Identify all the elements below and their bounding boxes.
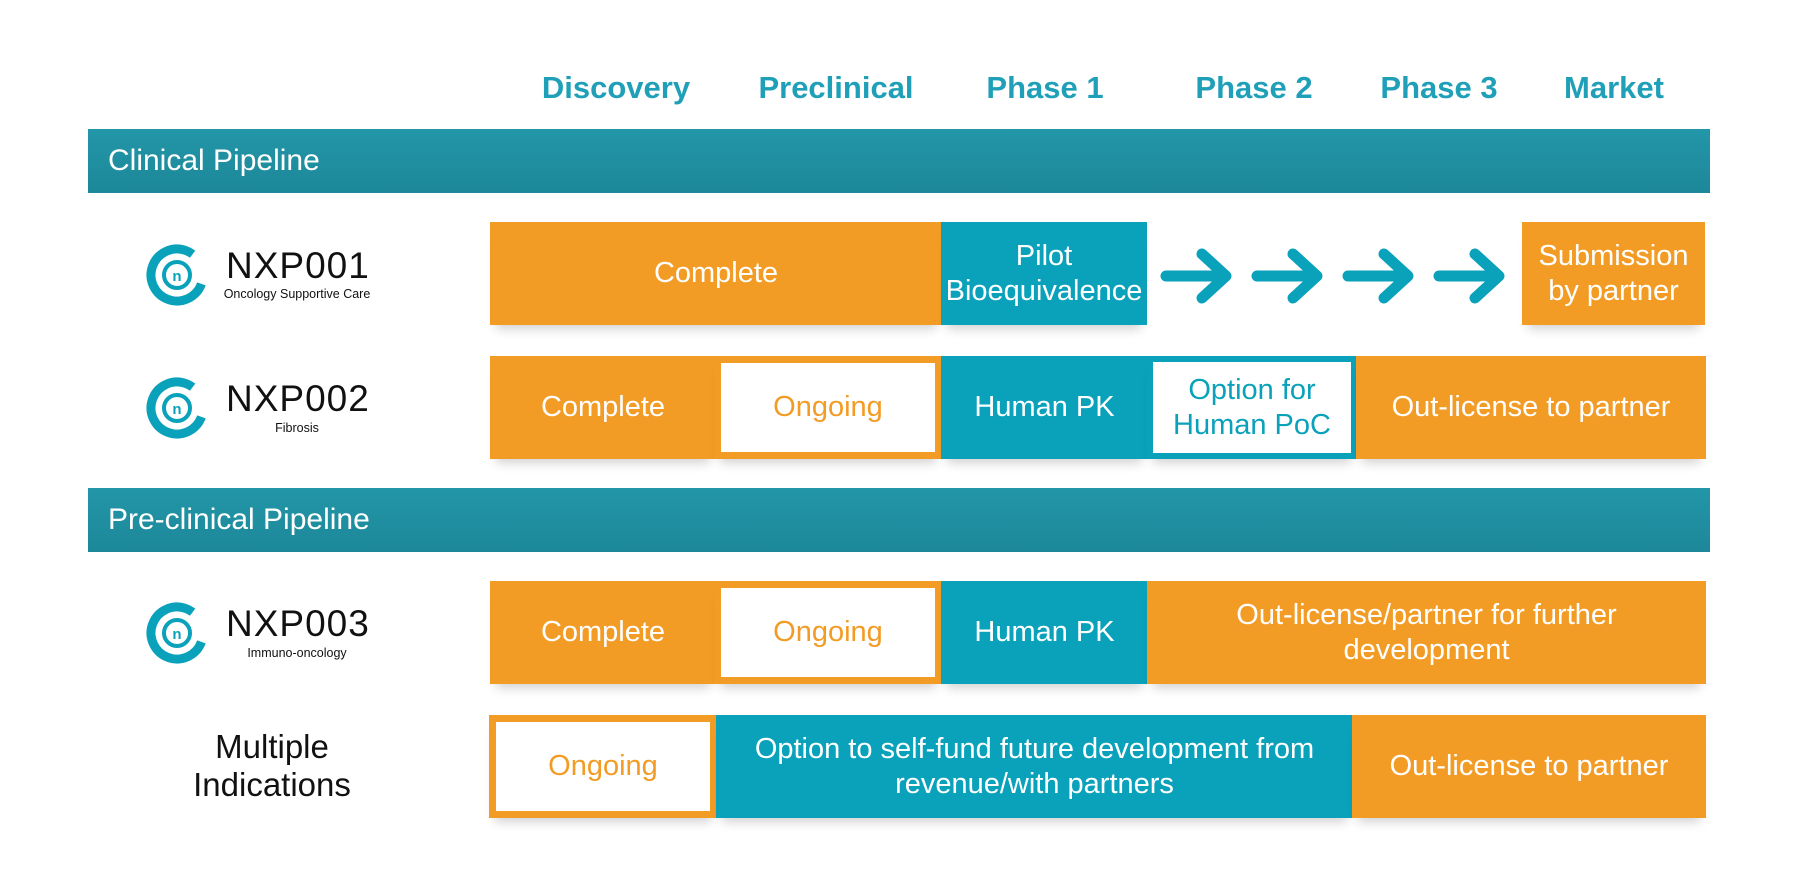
multiple-ongoing: Ongoing: [489, 715, 717, 818]
arrow-right-icon: [1251, 248, 1323, 304]
nxp002-complete: Complete: [490, 356, 716, 459]
drug-subtitle-nxp002: Fibrosis: [275, 421, 319, 435]
nxp002-option-human-poc: Option for Human PoC: [1147, 356, 1357, 459]
nxp-logo-icon: n: [146, 377, 208, 439]
multiple-outlicense: Out-license to partner: [1352, 715, 1706, 818]
phase-header-market: Market: [1564, 70, 1664, 105]
nxp003-ongoing: Ongoing: [714, 581, 942, 684]
nxp001-pilot-bioequivalence: Pilot Bioequivalence: [941, 222, 1147, 325]
section-clinical-pipeline: Clinical Pipeline: [88, 129, 1710, 193]
svg-text:n: n: [172, 268, 181, 285]
phase-header-phase2: Phase 2: [1195, 70, 1313, 105]
drug-subtitle-nxp003: Immuno-oncology: [247, 646, 347, 660]
svg-text:n: n: [172, 626, 181, 643]
nxp-logo-icon: n: [146, 244, 208, 306]
svg-text:n: n: [172, 401, 181, 418]
nxp001-submission-by-partner: Submission by partner: [1522, 222, 1705, 325]
nxp002-outlicense: Out-license to partner: [1356, 356, 1706, 459]
drug-subtitle-nxp001: Oncology Supportive Care: [223, 287, 371, 301]
nxp003-outlicense: Out-license/partner for further developm…: [1147, 581, 1706, 684]
arrow-right-icon: [1433, 248, 1505, 304]
arrow-right-icon: [1160, 248, 1232, 304]
drug-name-nxp002: NXP002: [226, 378, 370, 419]
multiple-indications-label: Multiple Indications: [193, 728, 351, 803]
nxp002-ongoing: Ongoing: [714, 356, 942, 459]
phase-header-discovery: Discovery: [541, 70, 691, 105]
drug-name-nxp003: NXP003: [226, 603, 370, 644]
nxp003-complete: Complete: [490, 581, 716, 684]
section-preclinical-pipeline: Pre-clinical Pipeline: [88, 488, 1710, 552]
nxp003-human-pk: Human PK: [941, 581, 1148, 684]
phase-header-phase1: Phase 1: [986, 70, 1104, 105]
nxp002-human-pk: Human PK: [941, 356, 1148, 459]
nxp-logo-icon: n: [146, 602, 208, 664]
phase-header-preclinical: Preclinical: [758, 70, 914, 105]
multiple-option-self-fund: Option to self-fund future development f…: [716, 715, 1353, 818]
drug-name-nxp001: NXP001: [226, 245, 370, 286]
nxp001-complete: Complete: [490, 222, 942, 325]
arrow-right-icon: [1342, 248, 1414, 304]
phase-header-phase3: Phase 3: [1380, 70, 1498, 105]
